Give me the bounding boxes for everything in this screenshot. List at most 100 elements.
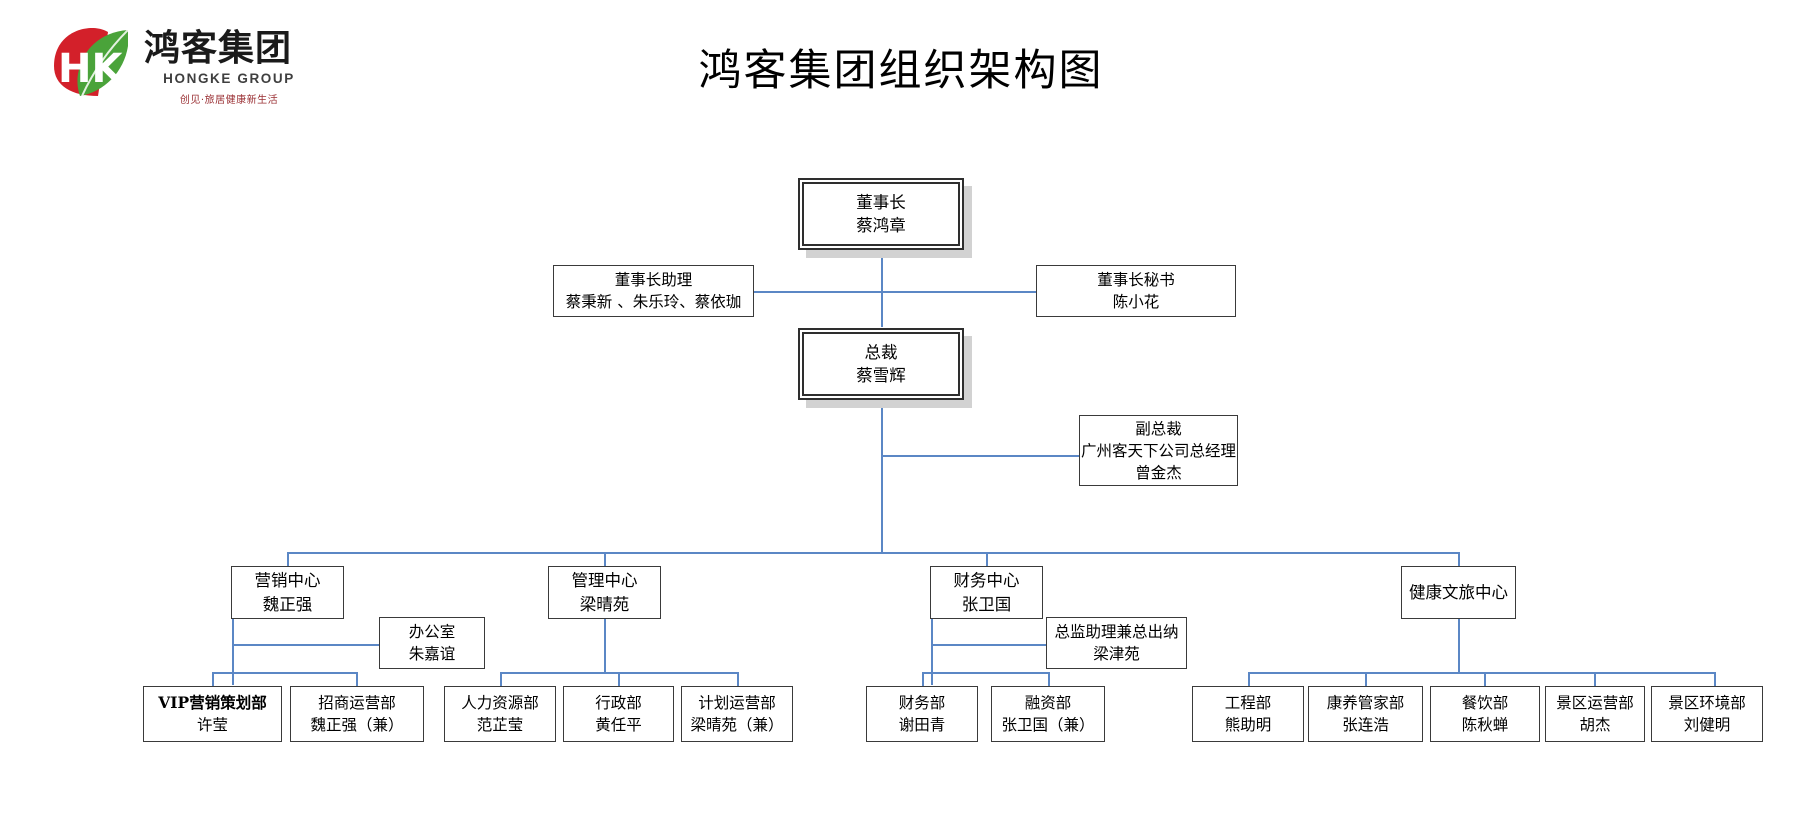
connector-chairman-president (881, 291, 883, 327)
node-director-assistant-name: 梁津苑 (1093, 645, 1140, 663)
node-admin-dept[interactable]: 行政部 黄任平 (563, 686, 674, 742)
connector-health-dept-scenicenv (1714, 672, 1716, 687)
node-scenic-env-dept-name: 刘健明 (1683, 716, 1731, 734)
node-engineering-dept-name: 熊助明 (1224, 716, 1272, 734)
connector-mkt-dept-bus (212, 672, 357, 674)
node-vip-marketing-dept-name: 许莹 (196, 716, 228, 734)
node-vip-marketing-dept-title: VIP营销策划部 (158, 693, 267, 712)
connector-mgmt-dept-plan (737, 672, 739, 687)
logo-mark-icon: HK (48, 26, 134, 100)
node-plan-ops-dept-title: 计划运营部 (698, 694, 776, 712)
connector-fin-to-dirasst (931, 644, 1047, 646)
node-scenic-env-dept[interactable]: 景区环境部 刘健明 (1651, 686, 1763, 742)
node-scenic-env-dept-title: 景区环境部 (1668, 694, 1746, 712)
node-catering-dept-title: 餐饮部 (1461, 694, 1509, 712)
node-president-name: 蔡雪辉 (856, 366, 906, 385)
node-chairman-name: 蔡鸿章 (856, 216, 906, 235)
connector-health-dept-scenicops (1594, 672, 1596, 687)
connector-fin-dept-funding (1048, 672, 1050, 687)
connector-to-chair-secretary (881, 291, 1036, 293)
node-marketing-center-title: 营销中心 (254, 571, 321, 591)
node-health-butler-dept[interactable]: 康养管家部 张连浩 (1308, 686, 1423, 742)
node-chair-assistant-title: 董事长助理 (614, 271, 693, 289)
node-admin-dept-title: 行政部 (595, 694, 642, 712)
node-management-center[interactable]: 管理中心 梁晴苑 (548, 566, 661, 619)
svg-text:HK: HK (58, 46, 124, 92)
connector-president-down (881, 400, 883, 552)
connector-centers-bus (287, 552, 1458, 554)
connector-fin-dept-finance (922, 672, 924, 687)
node-finance-center-title: 财务中心 (953, 571, 1020, 591)
node-chair-secretary-name: 陈小花 (1112, 293, 1160, 311)
node-finance-center-name: 张卫国 (961, 594, 1012, 614)
node-chair-secretary[interactable]: 董事长秘书 陈小花 (1036, 265, 1236, 317)
node-vip-marketing-dept[interactable]: VIP营销策划部 许莹 (143, 686, 282, 742)
node-president-title: 总裁 (864, 342, 898, 362)
connector-health-dept-butler (1365, 672, 1367, 687)
node-hr-dept-title: 人力资源部 (461, 694, 539, 712)
node-catering-dept-name: 陈秋蝉 (1461, 716, 1509, 734)
connector-mgmt-dept-admin (618, 672, 620, 687)
connector-health-down (1458, 619, 1460, 672)
connector-bus-to-health (1458, 552, 1460, 577)
node-investment-ops-dept[interactable]: 招商运营部 魏正强（兼） (290, 686, 424, 742)
connector-mkt-dept-invest (356, 672, 358, 687)
connector-fin-dept-bus (922, 672, 1050, 674)
node-funding-dept[interactable]: 融资部 张卫国（兼） (991, 686, 1105, 742)
node-marketing-center-name: 魏正强 (262, 594, 313, 614)
node-office-name: 朱嘉谊 (408, 645, 456, 663)
connector-mkt-down (232, 619, 234, 685)
connector-chairman-down (881, 258, 883, 292)
node-director-assistant[interactable]: 总监助理兼总出纳 梁津苑 (1046, 617, 1187, 669)
node-scenic-ops-dept-title: 景区运营部 (1556, 694, 1634, 712)
node-chairman[interactable]: 董事长 蔡鸿章 (798, 178, 964, 250)
node-investment-ops-dept-name: 魏正强（兼） (310, 716, 404, 734)
node-chair-assistant-name: 蔡秉新 、朱乐玲、蔡依珈 (565, 293, 742, 311)
node-plan-ops-dept-name: 梁晴苑（兼） (690, 716, 784, 734)
node-scenic-ops-dept-name: 胡杰 (1579, 716, 1611, 734)
node-finance-dept-title: 财务部 (898, 694, 946, 712)
node-funding-dept-name: 张卫国（兼） (1001, 716, 1095, 734)
node-vice-president-name: 曾金杰 (1135, 463, 1182, 482)
node-hr-dept-name: 范芷莹 (476, 716, 524, 734)
node-plan-ops-dept[interactable]: 计划运营部 梁晴苑（兼） (681, 686, 793, 742)
node-health-center[interactable]: 健康文旅中心 (1401, 566, 1516, 619)
connector-fin-down (931, 619, 933, 685)
node-vice-president-title: 副总裁 (1135, 419, 1182, 438)
node-office[interactable]: 办公室 朱嘉谊 (379, 617, 485, 669)
node-marketing-center[interactable]: 营销中心 魏正强 (231, 566, 344, 619)
node-engineering-dept[interactable]: 工程部 熊助明 (1192, 686, 1304, 742)
node-vice-president-subtitle: 广州客天下公司总经理 (1080, 441, 1236, 460)
node-hr-dept[interactable]: 人力资源部 范芷莹 (444, 686, 556, 742)
node-catering-dept[interactable]: 餐饮部 陈秋蝉 (1430, 686, 1540, 742)
node-president[interactable]: 总裁 蔡雪辉 (798, 328, 964, 400)
node-office-title: 办公室 (408, 623, 456, 641)
connector-health-dept-catering (1484, 672, 1486, 687)
connector-bus-to-mgmt (604, 552, 606, 577)
node-management-center-title: 管理中心 (571, 571, 638, 591)
node-chair-assistant[interactable]: 董事长助理 蔡秉新 、朱乐玲、蔡依珈 (553, 265, 754, 317)
node-funding-dept-title: 融资部 (1024, 694, 1072, 712)
node-finance-center[interactable]: 财务中心 张卫国 (930, 566, 1043, 619)
node-scenic-ops-dept[interactable]: 景区运营部 胡杰 (1545, 686, 1645, 742)
logo-chinese-name: 鸿客集团 (144, 28, 293, 69)
connector-bus-to-mkt (287, 552, 289, 577)
node-engineering-dept-title: 工程部 (1224, 694, 1272, 712)
node-vice-president[interactable]: 副总裁 广州客天下公司总经理 曾金杰 (1079, 415, 1238, 486)
connector-health-dept-bus (1248, 672, 1716, 674)
node-director-assistant-title: 总监助理兼总出纳 (1054, 623, 1179, 641)
connector-mgmt-dept-hr (500, 672, 502, 687)
node-chair-secretary-title: 董事长秘书 (1097, 271, 1175, 289)
logo-slogan: 创见·旅居健康新生活 (179, 95, 279, 106)
node-finance-dept[interactable]: 财务部 谢田青 (866, 686, 978, 742)
node-admin-dept-name: 黄任平 (595, 716, 642, 734)
connector-to-vice-president (881, 455, 1079, 457)
node-health-butler-dept-name: 张连浩 (1342, 716, 1389, 734)
connector-mgmt-down (604, 619, 606, 672)
connector-mkt-dept-vip (212, 672, 214, 687)
page-title: 鸿客集团组织架构图 (698, 46, 1104, 96)
connector-bus-to-fin (986, 552, 988, 577)
node-chairman-title: 董事长 (856, 192, 906, 212)
node-management-center-name: 梁晴苑 (579, 594, 630, 614)
